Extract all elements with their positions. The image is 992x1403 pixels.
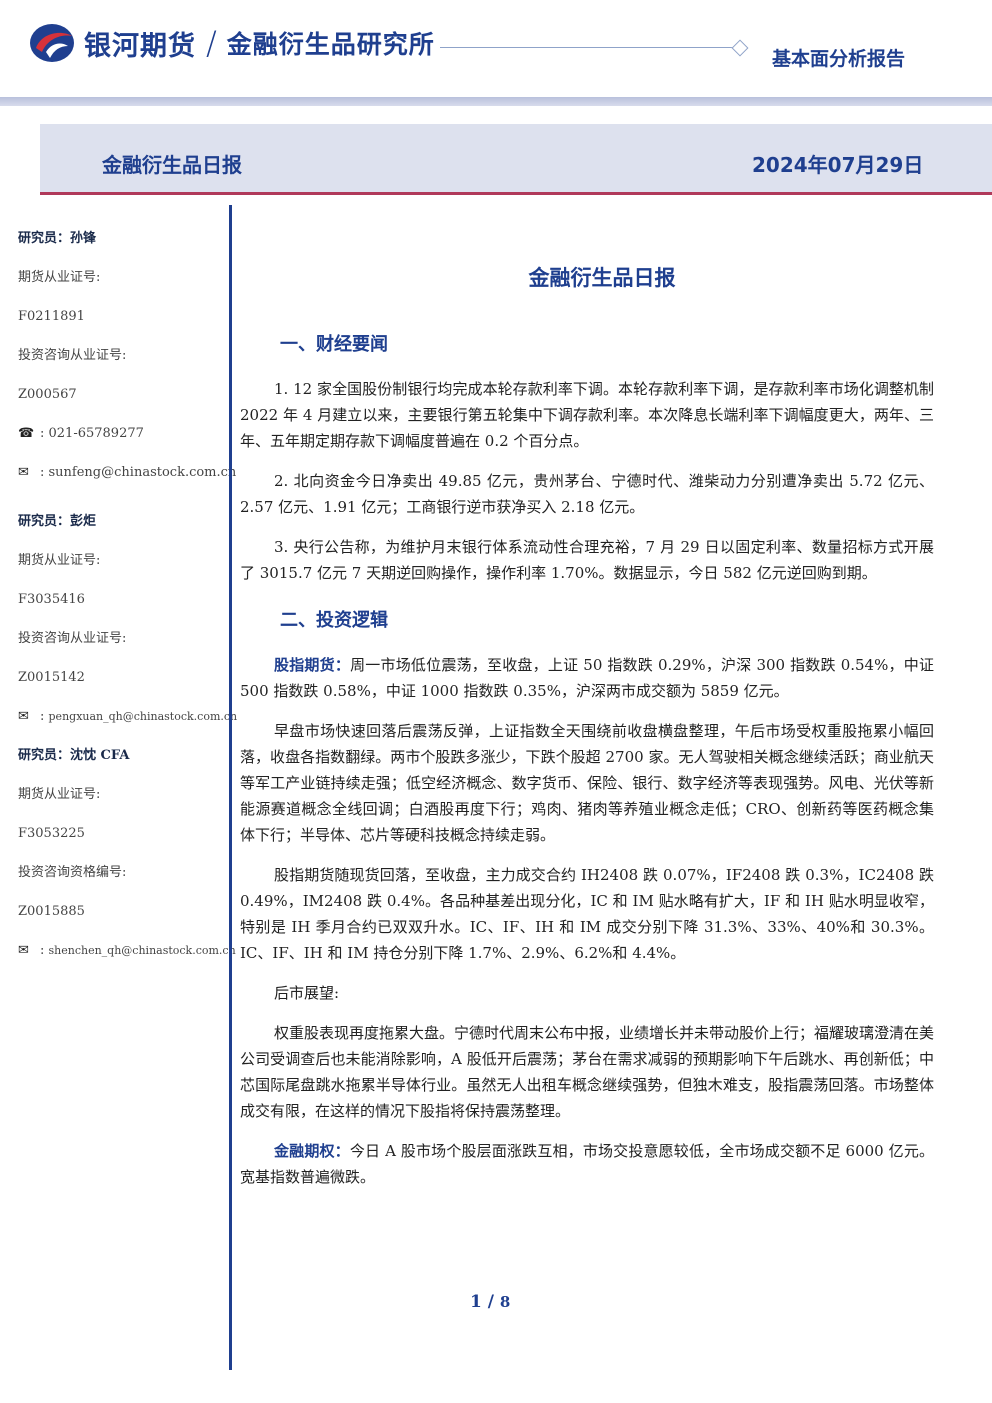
license-number: F3053225 — [18, 826, 85, 841]
email-address[interactable]: shenchen_qh@chinastock.com.cn — [48, 944, 236, 957]
email-icon: ✉ — [18, 709, 29, 724]
researcher-block: 研究员：沈忱 CFA 期货从业证号: F3053225 投资咨询资格编号: Z0… — [18, 745, 236, 979]
outlook-text: 权重股表现再度拖累大盘。宁德时代周末公布中报，业绩增长并未带动股价上行；福耀玻璃… — [240, 1024, 935, 1120]
consult-label: 投资咨询从业证号: — [18, 631, 127, 646]
sidebar-divider — [229, 205, 232, 1370]
researcher-name: 研究员：孙锋 — [18, 231, 97, 246]
license-label: 期货从业证号: — [18, 787, 101, 802]
consult-number: Z0015142 — [18, 670, 85, 685]
banner-title: 金融衍生品日报 — [102, 153, 242, 177]
license-number: F3035416 — [18, 592, 85, 607]
news-item: 1. 12 家全国股份制银行均完成本轮存款利率下调。本轮存款利率下调，是存款利率… — [240, 380, 934, 450]
section-heading-news: 一、财经要闻 — [280, 334, 388, 355]
header-band — [0, 97, 992, 106]
report-type: 基本面分析报告 — [772, 48, 906, 70]
header-separator: / — [206, 24, 217, 62]
report-date: 2024年07月29日 — [752, 153, 924, 177]
page-indicator: 1 / 8 — [470, 1292, 510, 1312]
researcher-block: 研究员：彭炬 期货从业证号: F3035416 投资咨询从业证号: Z00151… — [18, 511, 237, 745]
diamond-icon — [731, 39, 749, 57]
researcher-sidebar: 研究员：孙锋 期货从业证号: F0211891 投资咨询从业证号: Z00056… — [18, 228, 237, 979]
header-logo: 银河期货 / 金融衍生品研究所 — [28, 22, 435, 64]
report-body: 金融衍生品日报 一、财经要闻 1. 12 家全国股份制银行均完成本轮存款利率下调… — [240, 262, 934, 1204]
researcher-block: 研究员：孙锋 期货从业证号: F0211891 投资咨询从业证号: Z00056… — [18, 228, 236, 501]
license-label: 期货从业证号: — [18, 553, 101, 568]
current-page: 1 — [470, 1292, 482, 1312]
news-item: 3. 央行公告称，为维护月末银行体系流动性合理充裕，7 月 29 日以固定利率、… — [240, 538, 934, 582]
phone-icon: ☎ — [18, 426, 35, 441]
header-divider-line — [440, 47, 735, 48]
total-pages: 8 — [499, 1293, 511, 1311]
email-row: ✉: shenchen_qh@chinastock.com.cn — [18, 940, 236, 979]
email-address[interactable]: pengxuan_qh@chinastock.com.cn — [48, 710, 238, 723]
consult-label: 投资咨询从业证号: — [18, 348, 127, 363]
options-text: 今日 A 股市场个股层面涨跌互相，市场交投意愿较低，全市场成交额不足 6000 … — [240, 1142, 934, 1186]
options-label: 金融期权： — [274, 1142, 350, 1160]
email-row: ✉: sunfeng@chinastock.com.cn — [18, 462, 236, 501]
phone-number: 021-65789277 — [48, 426, 144, 441]
consult-number: Z000567 — [18, 387, 77, 402]
title-banner — [40, 124, 992, 195]
consult-label: 投资咨询资格编号: — [18, 865, 127, 880]
futures-review: 股指期货随现货回落，至收盘，主力成交合约 IH2408 跌 0.07%，IF24… — [240, 866, 934, 962]
brand-name: 银河期货 — [84, 30, 196, 62]
phone-row: ☎: 021-65789277 — [18, 423, 228, 462]
email-icon: ✉ — [18, 465, 29, 480]
galaxy-logo-icon — [30, 24, 74, 62]
options-summary: 金融期权：今日 A 股市场个股层面涨跌互相，市场交投意愿较低，全市场成交额不足 … — [240, 1138, 934, 1190]
section-heading-logic: 二、投资逻辑 — [280, 610, 388, 631]
index-futures-label: 股指期货： — [274, 656, 351, 674]
market-review: 早盘市场快速回落后震荡反弹，上证指数全天围绕前收盘横盘整理，午后市场受权重股拖累… — [240, 722, 934, 844]
index-futures-text: 周一市场低位震荡，至收盘，上证 50 指数跌 0.29%，沪深 300 指数跌 … — [240, 656, 934, 700]
consult-number: Z0015885 — [18, 904, 85, 919]
license-number: F0211891 — [18, 309, 85, 324]
researcher-name: 研究员：彭炬 — [18, 514, 97, 529]
outlook-label: 后市展望: — [274, 984, 340, 1002]
researcher-name: 研究员：沈忱 CFA — [18, 748, 130, 763]
department-name: 金融衍生品研究所 — [226, 30, 435, 59]
email-row: ✉: pengxuan_qh@chinastock.com.cn — [18, 706, 237, 745]
news-item: 2. 北向资金今日净卖出 49.85 亿元，贵州茅台、宁德时代、潍柴动力分别遭净… — [240, 472, 934, 516]
page-separator: / — [487, 1292, 494, 1312]
email-icon: ✉ — [18, 943, 29, 958]
license-label: 期货从业证号: — [18, 270, 101, 285]
index-futures-summary: 股指期货：周一市场低位震荡，至收盘，上证 50 指数跌 0.29%，沪深 300… — [240, 652, 934, 704]
email-address[interactable]: sunfeng@chinastock.com.cn — [48, 465, 237, 480]
document-title: 金融衍生品日报 — [528, 266, 676, 290]
